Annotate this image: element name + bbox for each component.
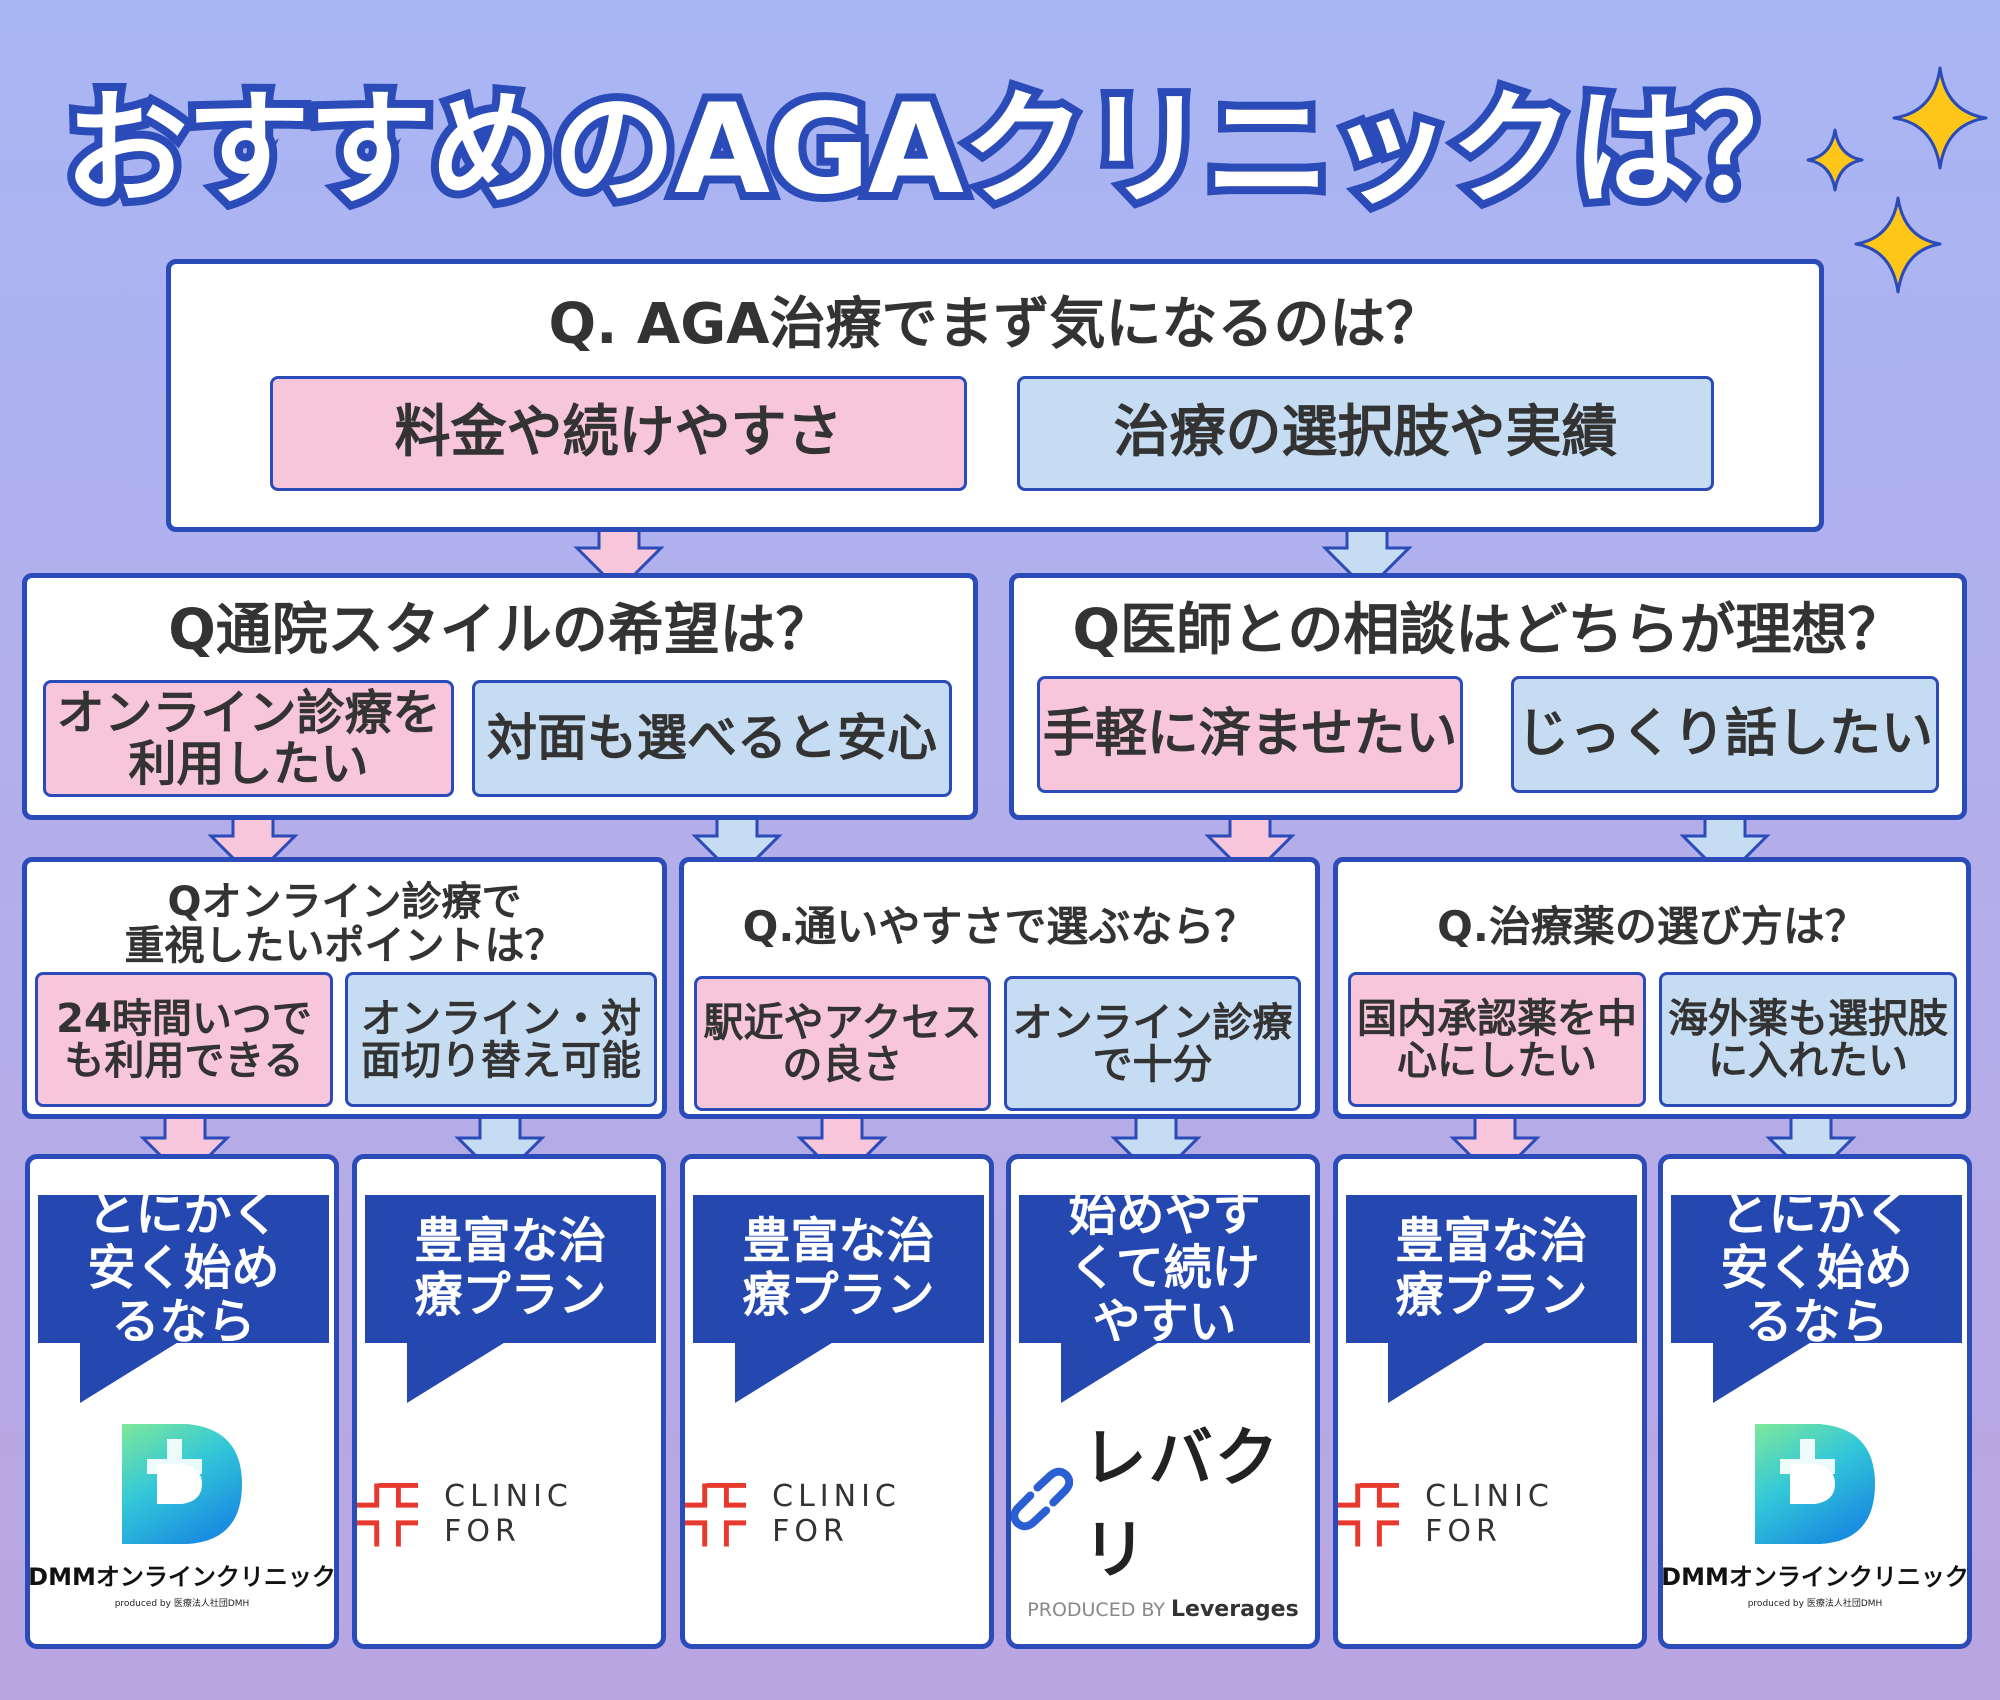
option-in-person[interactable]: 対面も選べると安心 (472, 680, 952, 797)
option-station[interactable]: 駅近やアクセスの良さ (694, 976, 991, 1111)
levcli-brand: Leverages (1171, 1596, 1299, 1622)
result-card-clinicfor[interactable]: 豊富な治療プラン CLINIC FOR (352, 1154, 666, 1649)
clinic-for-cross-icon (1338, 1482, 1400, 1547)
question-text: Q. AGA治療でまず気になるのは？ (548, 292, 1442, 357)
option-thorough[interactable]: じっくり話したい (1511, 676, 1939, 793)
option-24h[interactable]: 24時間いつでも利用できる (35, 972, 333, 1107)
result-banner: 豊富な治療プラン (1346, 1195, 1637, 1343)
question-text-line2: 重視したいポイントは？ (124, 923, 565, 969)
dmm-d-logo-icon (122, 1424, 242, 1544)
option-online-enough[interactable]: オンライン診療で十分 (1004, 976, 1301, 1111)
result-card-clinicfor[interactable]: 豊富な治療プラン CLINIC FOR (680, 1154, 994, 1649)
option-cost[interactable]: 料金や続けやすさ (270, 376, 967, 491)
option-overseas[interactable]: 海外薬も選択肢に入れたい (1659, 972, 1957, 1107)
banner-tail (1061, 1341, 1161, 1403)
question-box-cost-or-treatment: Q. AGA治療でまず気になるのは？ 料金や続けやすさ 治療の選択肢や実績 (166, 259, 1824, 532)
result-card-levcli[interactable]: 始めやすくて続けやすい レバクリ PRODUCED BY Leverages (1006, 1154, 1320, 1649)
clinic-for-logo-text: CLINIC FOR (444, 1479, 573, 1549)
result-card-dmm[interactable]: とにかく安く始めるなら DMMオンラインクリニック produced by 医療… (1658, 1154, 1972, 1649)
option-quick[interactable]: 手軽に済ませたい (1037, 676, 1463, 793)
dmm-logo-subtext: produced by 医療法人社団DMH (114, 1599, 250, 1609)
result-card-dmm[interactable]: とにかく安く始めるなら DMMオンラインクリニック produced by 医療… (25, 1154, 339, 1649)
levcli-logo-text: レバクリ (1082, 1421, 1281, 1588)
option-treatment-choices[interactable]: 治療の選択肢や実績 (1017, 376, 1714, 491)
result-card-clinicfor[interactable]: 豊富な治療プラン CLINIC FOR (1333, 1154, 1647, 1649)
question-text: Q通院スタイルの希望は？ (168, 598, 832, 663)
question-box-online-priority: Qオンライン診療で 重視したいポイントは？ 24時間いつでも利用できる オンライ… (22, 857, 667, 1119)
result-banner: 始めやすくて続けやすい (1019, 1187, 1310, 1349)
clinic-logo[interactable]: CLINIC FOR (685, 1414, 989, 1614)
banner-tail (407, 1341, 507, 1403)
option-switchable[interactable]: オンライン・対面切り替え可能 (345, 972, 657, 1107)
question-text: Q.治療薬の選び方は？ (1437, 902, 1867, 951)
question-box-access: Q.通いやすさで選ぶなら？ 駅近やアクセスの良さ オンライン診療で十分 (679, 857, 1320, 1119)
question-box-visit-style: Q通院スタイルの希望は？ オンライン診療を利用したい 対面も選べると安心 (22, 573, 978, 820)
banner-tail (735, 1341, 835, 1403)
result-banner: とにかく安く始めるなら (1671, 1187, 1962, 1349)
clinic-logo[interactable]: DMMオンラインクリニック produced by 医療法人社団DMH (1661, 1414, 1969, 1614)
clinic-for-cross-icon (685, 1482, 747, 1547)
banner-tail (1388, 1341, 1488, 1403)
result-banner: とにかく安く始めるなら (38, 1187, 329, 1349)
question-text: Q.通いやすさで選ぶなら？ (742, 902, 1257, 951)
clinic-logo[interactable]: レバクリ PRODUCED BY Leverages (1011, 1414, 1315, 1622)
dmm-logo-text: DMMオンラインクリニック (1661, 1563, 1969, 1591)
question-text-line1: Qオンライン診療で (167, 879, 522, 925)
option-domestic[interactable]: 国内承認薬を中心にしたい (1348, 972, 1646, 1107)
question-text: Q医師との相談はどちらが理想？ (1072, 598, 1904, 663)
banner-tail (1713, 1341, 1813, 1403)
levcli-link-icon (1011, 1467, 1073, 1530)
banner-tail (80, 1341, 180, 1403)
option-online[interactable]: オンライン診療を利用したい (43, 680, 454, 797)
dmm-d-logo-icon (1755, 1424, 1875, 1544)
clinic-logo[interactable]: CLINIC FOR (1338, 1414, 1642, 1614)
result-banner: 豊富な治療プラン (693, 1195, 984, 1343)
clinic-for-cross-icon (357, 1482, 419, 1547)
question-box-consultation: Q医師との相談はどちらが理想？ 手軽に済ませたい じっくり話したい (1009, 573, 1967, 820)
clinic-logo[interactable]: CLINIC FOR (357, 1414, 661, 1614)
levcli-produced-by: PRODUCED BY (1027, 1598, 1165, 1621)
result-banner: 豊富な治療プラン (365, 1195, 656, 1343)
clinic-for-logo-text: CLINIC FOR (1425, 1479, 1554, 1549)
sparkle-stars-icon (1806, 66, 1988, 294)
dmm-logo-text: DMMオンラインクリニック (28, 1563, 336, 1591)
page-title: おすすめのAGAクリニックは？ (56, 72, 1826, 228)
clinic-logo[interactable]: DMMオンラインクリニック produced by 医療法人社団DMH (28, 1414, 336, 1614)
clinic-for-logo-text: CLINIC FOR (772, 1479, 901, 1549)
question-box-medicine: Q.治療薬の選び方は？ 国内承認薬を中心にしたい 海外薬も選択肢に入れたい (1333, 857, 1971, 1119)
dmm-logo-subtext: produced by 医療法人社団DMH (1747, 1599, 1883, 1609)
